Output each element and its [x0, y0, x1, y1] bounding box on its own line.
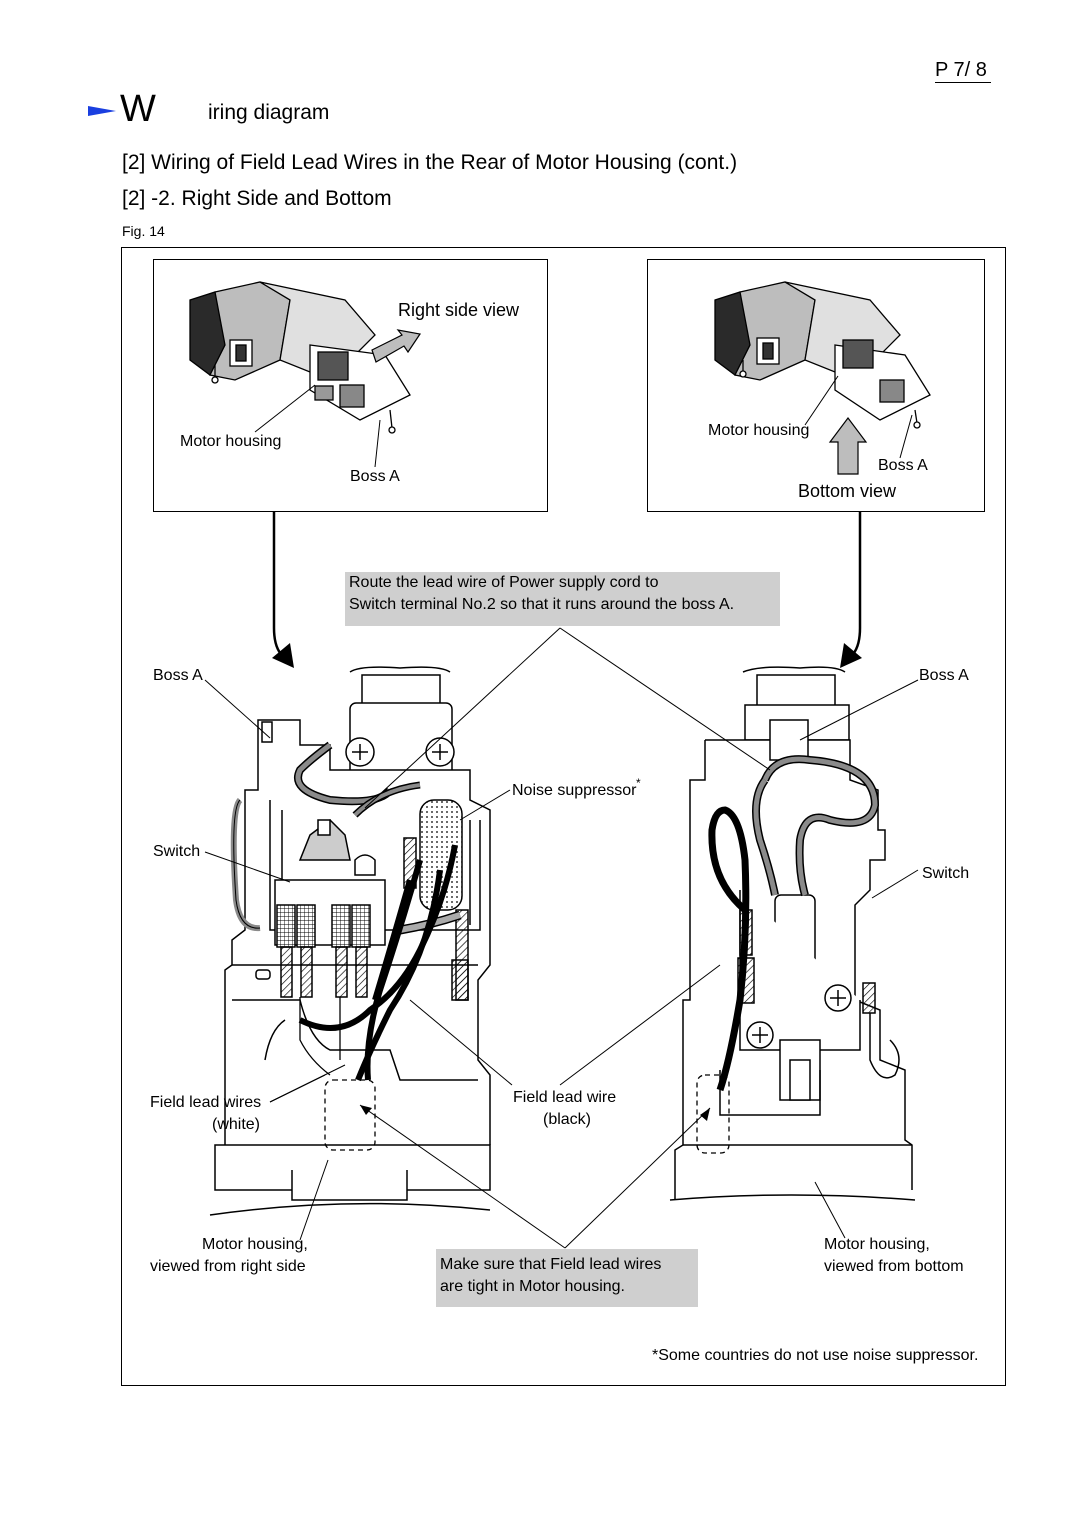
pointer-arrow-icon — [88, 106, 116, 116]
switch-callout-right: Switch — [922, 865, 970, 882]
route-wire-note: Route the lead wire of Power supply cord… — [345, 572, 780, 626]
right-side-view-label: Right side view — [398, 300, 520, 320]
page-number: P 7/ 8 — [935, 58, 991, 83]
motor-housing-bottom-caption-line2: viewed from bottom — [824, 1258, 964, 1275]
field-lead-check-area-right — [696, 1074, 730, 1154]
title-initial: W — [120, 88, 156, 130]
motor-housing-bottom-drawing — [669, 666, 916, 1201]
motor-housing-right-side-caption-line2: viewed from right side — [150, 1258, 306, 1275]
field-lead-white-callout-line2: (white) — [212, 1116, 261, 1133]
field-lead-white-callout-line1: Field lead wires — [150, 1094, 262, 1111]
motor-housing-right-side-caption-line1: Motor housing, — [202, 1236, 308, 1253]
grinder-bottom-illustration — [714, 281, 931, 429]
field-lead-check-area — [324, 1079, 376, 1151]
figure-frame — [121, 247, 1006, 1386]
motor-housing-right-side-drawing — [209, 666, 491, 1216]
field-lead-black-callout-line2: (black) — [543, 1111, 592, 1128]
page-title: iring diagram — [208, 101, 330, 124]
boss-a-label-right-panel: Boss A — [878, 457, 928, 474]
noise-suppressor-marker: * — [636, 776, 641, 790]
figure-label: Fig. 14 — [122, 223, 165, 239]
boss-a-callout-left: Boss A — [153, 667, 203, 684]
footnote: *Some countries do not use noise suppres… — [652, 1347, 979, 1364]
motor-housing-label-right: Motor housing — [708, 422, 810, 439]
noise-suppressor-callout: Noise suppressor — [512, 782, 637, 799]
view-direction-arrow-up — [828, 417, 868, 475]
switch-callout-left: Switch — [153, 843, 201, 860]
grinder-right-side-illustration — [189, 281, 411, 434]
subsection-heading: [2] -2. Right Side and Bottom — [122, 187, 392, 210]
motor-housing-label-left: Motor housing — [180, 433, 282, 450]
bottom-view-label: Bottom view — [798, 481, 897, 501]
leader-lines — [204, 627, 919, 1249]
boss-a-label-left-panel: Boss A — [350, 468, 400, 485]
motor-housing-bottom-caption-line1: Motor housing, — [824, 1236, 930, 1253]
boss-a-callout-right: Boss A — [919, 667, 969, 684]
route-note-line1: Route the lead wire of Power supply cord… — [349, 574, 659, 591]
tight-note-line2: are tight in Motor housing. — [440, 1278, 625, 1295]
route-note-line2: Switch terminal No.2 so that it runs aro… — [349, 596, 735, 613]
field-lead-black-callout-line1: Field lead wire — [513, 1089, 617, 1106]
section-heading: [2] Wiring of Field Lead Wires in the Re… — [122, 151, 738, 174]
tight-note-line1: Make sure that Field lead wires — [440, 1256, 662, 1273]
view-direction-arrow — [371, 329, 422, 363]
tight-wires-note: Make sure that Field lead wires are tigh… — [436, 1249, 698, 1307]
